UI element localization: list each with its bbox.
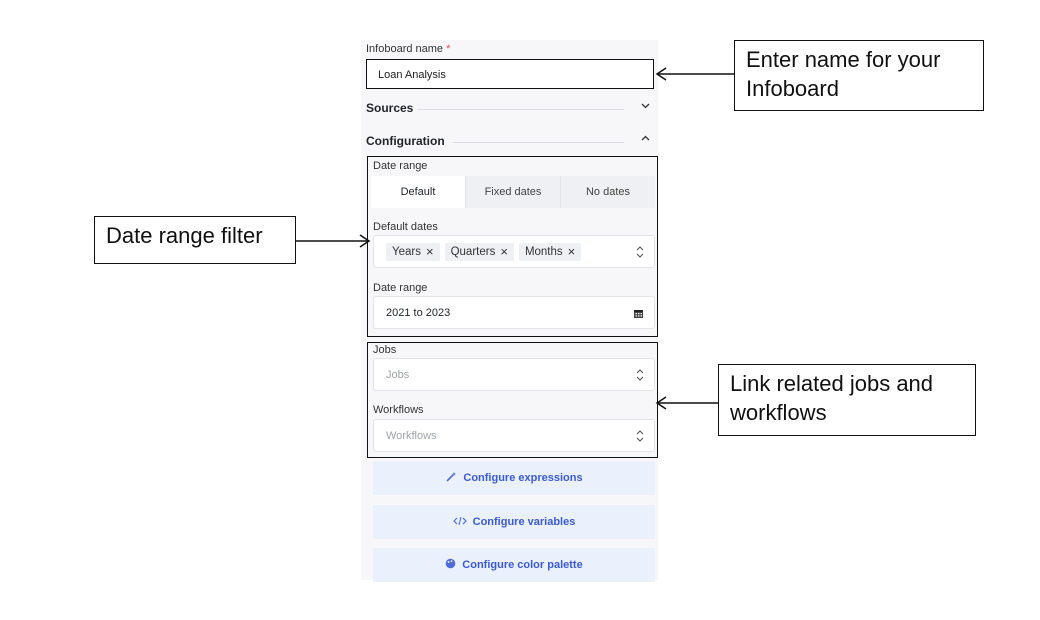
callout-jobs-workflows: Link related jobs and workflows — [718, 364, 976, 436]
select-arrows-icon — [636, 430, 644, 442]
remove-chip-icon[interactable]: × — [500, 244, 508, 259]
date-range-input[interactable]: 2021 to 2023 — [373, 296, 655, 329]
chip-quarters: Quarters × — [444, 242, 514, 261]
date-range-value: 2021 to 2023 — [386, 306, 451, 319]
sources-heading: Sources — [366, 101, 414, 115]
tab-default[interactable]: Default — [371, 176, 465, 208]
callout-date-range-filter: Date range filter — [94, 216, 296, 264]
chip-months: Months × — [518, 242, 582, 261]
configure-expressions-button[interactable]: Configure expressions — [373, 461, 655, 495]
callout-infoboard-name: Enter name for your Infoboard — [734, 40, 984, 111]
configuration-heading: Configuration — [366, 134, 445, 148]
calendar-icon[interactable] — [633, 308, 644, 319]
date-range-highlight — [367, 156, 658, 337]
configure-color-palette-button[interactable]: Configure color palette — [373, 548, 655, 582]
jobs-label: Jobs — [373, 344, 397, 356]
infoboard-name-input[interactable]: Loan Analysis — [366, 59, 654, 89]
tab-no-dates[interactable]: No dates — [560, 176, 655, 208]
chip-years: Years × — [386, 242, 440, 261]
chevron-down-icon[interactable] — [640, 100, 651, 114]
workflows-placeholder: Workflows — [386, 429, 437, 442]
default-dates-label: Default dates — [373, 221, 438, 233]
date-range-group-label: Date range — [373, 160, 428, 172]
default-dates-select[interactable]: Years × Quarters × Months × — [373, 235, 655, 268]
infoboard-name-label: Infoboard name * — [366, 43, 451, 55]
configure-variables-button[interactable]: Configure variables — [373, 505, 655, 539]
divider — [453, 142, 624, 143]
remove-chip-icon[interactable]: × — [567, 244, 576, 259]
workflows-select[interactable]: Workflows — [373, 419, 655, 452]
remove-chip-icon[interactable]: × — [426, 244, 434, 259]
tab-fixed-dates[interactable]: Fixed dates — [465, 176, 560, 208]
jobs-workflows-highlight — [367, 342, 658, 458]
date-range-label: Date range — [373, 282, 428, 294]
jobs-select[interactable]: Jobs — [373, 358, 655, 391]
magic-wand-icon — [445, 471, 457, 486]
palette-icon — [445, 558, 456, 572]
infoboard-settings-panel: Infoboard name * Loan Analysis Sources C… — [361, 40, 658, 582]
infoboard-name-value: Loan Analysis — [378, 69, 446, 81]
configuration-section-header[interactable]: Configuration — [366, 134, 651, 150]
sources-section-header[interactable]: Sources — [366, 101, 651, 117]
divider — [418, 109, 624, 110]
code-icon — [452, 516, 467, 529]
workflows-label: Workflows — [373, 404, 424, 416]
required-mark: * — [446, 43, 451, 55]
select-arrows-icon — [636, 369, 644, 381]
jobs-placeholder: Jobs — [386, 368, 410, 381]
chevron-up-icon[interactable] — [640, 133, 651, 147]
date-range-tabs: Default Fixed dates No dates — [371, 176, 655, 208]
select-arrows-icon — [636, 246, 644, 258]
